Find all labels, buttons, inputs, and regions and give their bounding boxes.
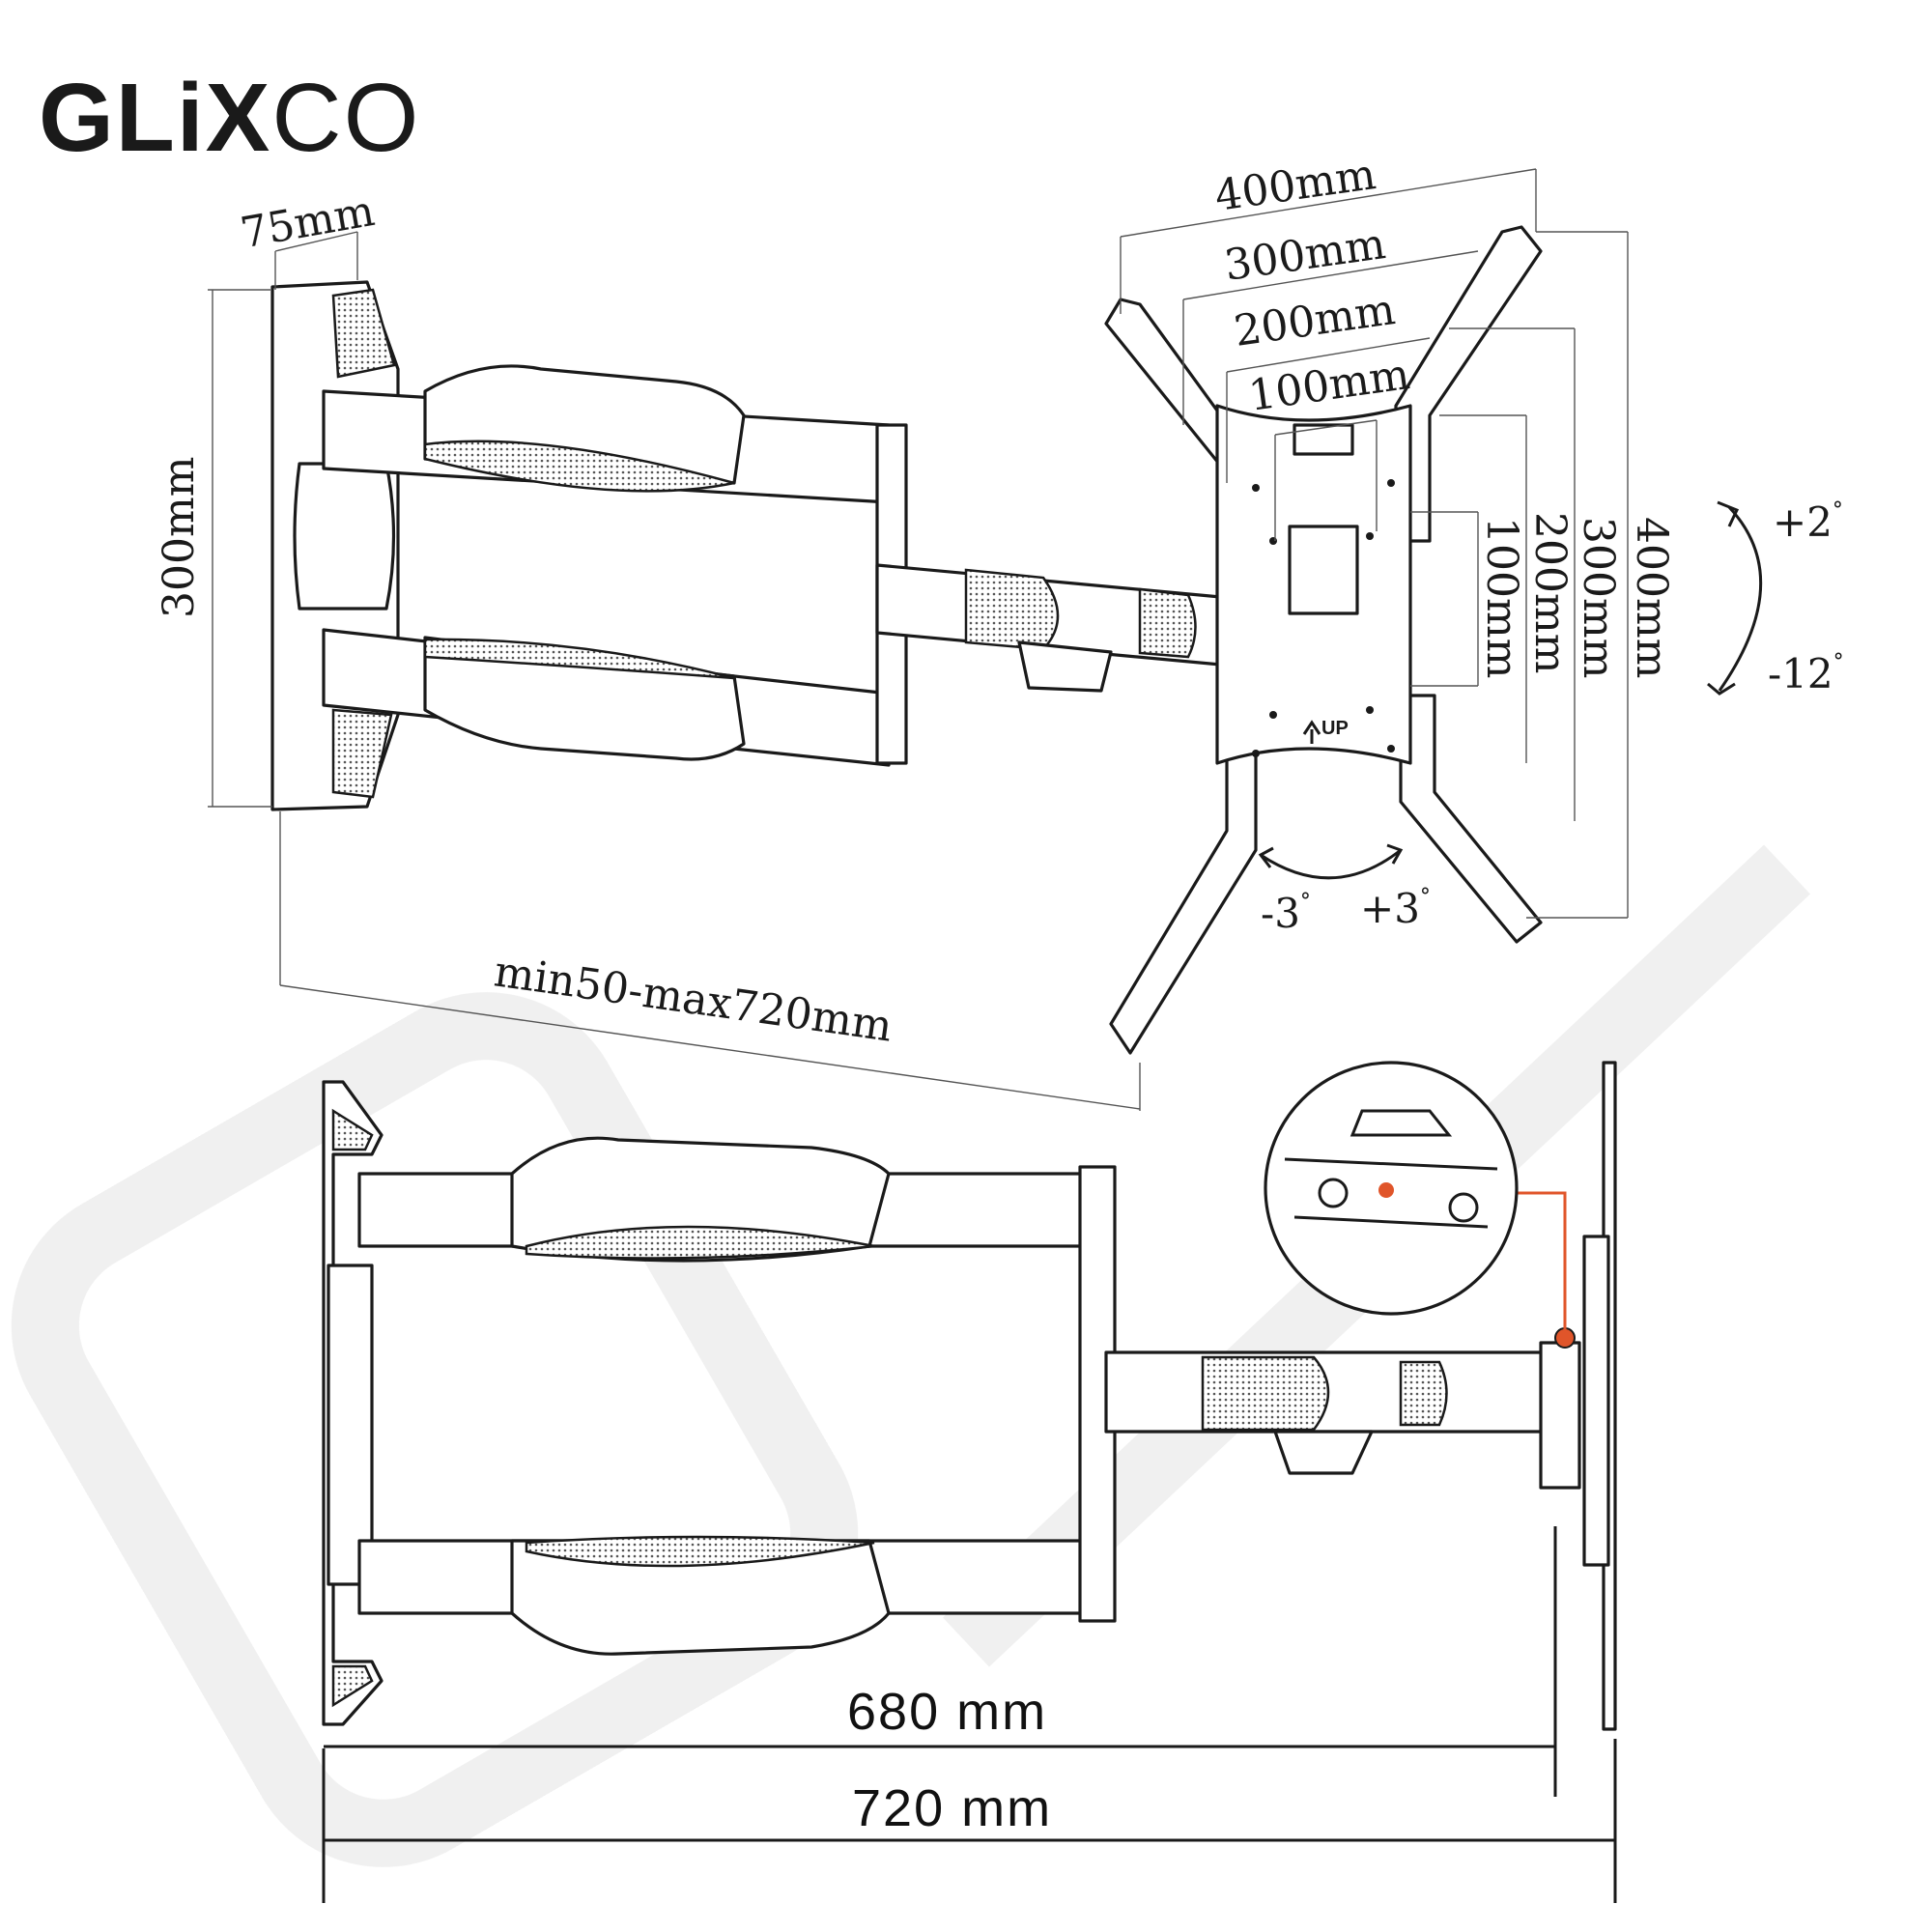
detail-highlight-dot [1378,1182,1394,1198]
up-marker: UP [1321,718,1349,739]
dim-vesa-v-300: 300mm [1574,517,1623,678]
vesa-bracket: UP [1104,225,1543,1055]
tilt-arc [1718,505,1763,692]
dim-680mm: 680 mm [847,1683,1047,1741]
dim-vesa-v-400: 400mm [1627,517,1676,678]
wall-plate-side [322,1080,384,1726]
dim-vesa-h-400: 400mm [1211,150,1378,221]
tilt-up-label: +2° [1773,498,1843,546]
dim-300mm-wall: 300mm [155,457,204,618]
wall-plate-grille-lower [331,708,393,799]
dim-vesa-v-100: 100mm [1477,517,1526,678]
tilt-down-label: -12° [1768,650,1844,697]
dim-vesa-h-200: 200mm [1231,285,1398,356]
top-view: UP 75mm 300mm min50-max720mm 400mm 300mm… [155,150,1844,1111]
side-view: 680 mm 720 mm [322,1061,1617,1903]
swivel-arc [1260,848,1402,880]
dim-vesa-v-200: 200mm [1525,512,1575,673]
swivel-right-label: +3° [1360,885,1431,932]
dim-720mm: 720 mm [852,1779,1052,1837]
swivel-left-label: -3° [1261,890,1311,937]
wall-plate-grille-upper [331,288,396,379]
brand-logo: GLiXCO [39,64,421,172]
vesa-vertical-dims: 100mm 200mm 300mm 400mm [1410,231,1676,919]
